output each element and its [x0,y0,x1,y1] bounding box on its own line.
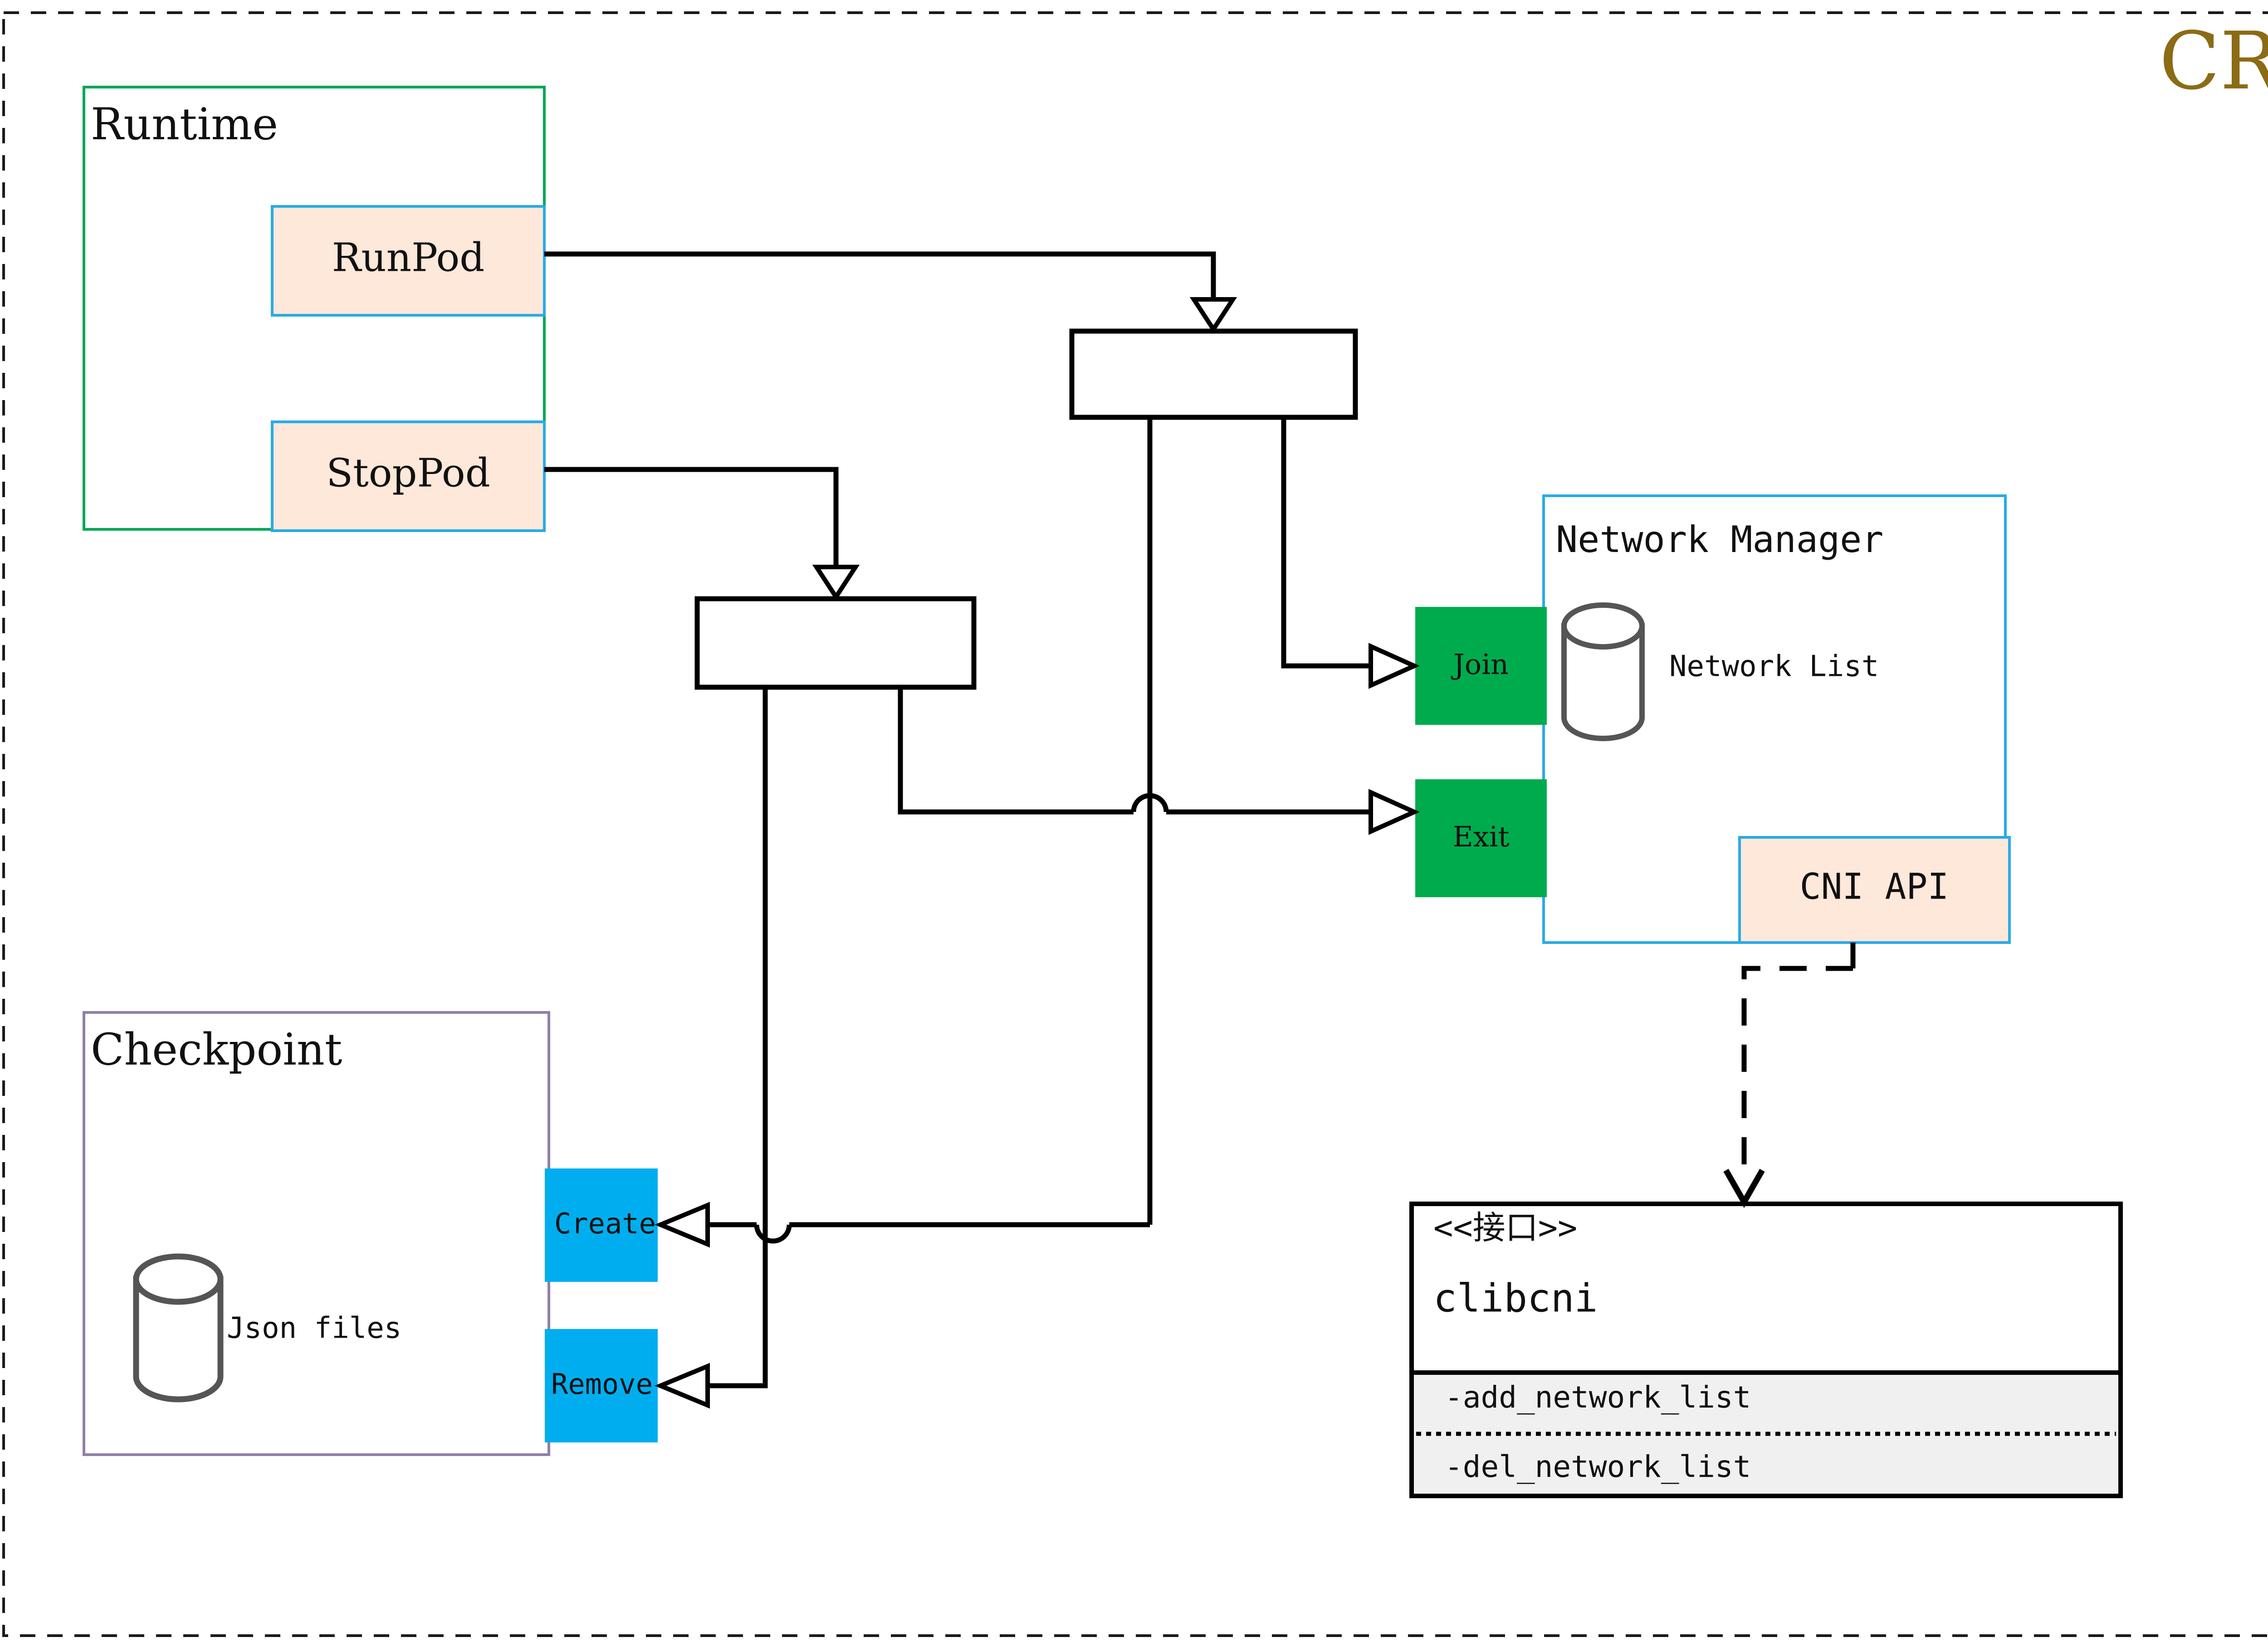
cni-api-box[interactable] [1738,836,2011,944]
network-list-cylinder-database-icon [1561,602,1645,741]
outer-frame [2,11,2268,1637]
join-label: Join [1451,648,1509,681]
connector-layer [544,251,1856,1409]
exit-node[interactable]: Exit [1415,779,1547,897]
group-runtime: Runtime RunPod StopPod [83,86,546,532]
connector-cniapi-to-clibcni-dashed [1741,966,1853,1166]
clibcni-method-del: -del_network_list [1445,1449,1751,1484]
connector-junction-lower-right-leg [898,687,1134,815]
runpod-node[interactable]: RunPod [271,205,546,317]
join-box[interactable] [1415,607,1547,725]
connector-create-arrowhead-open-triangle-icon [654,1202,710,1248]
connector-runpod-arrowhead-open-triangle-icon [1189,297,1237,334]
group-checkpoint: Checkpoint Json files Create Remove [83,1011,658,1456]
stoppod-box[interactable] [271,420,546,532]
remove-label: Remove [551,1368,653,1401]
clibcni-header-section [1409,1202,2123,1375]
exit-box[interactable] [1415,779,1547,897]
connector-create-line-hop-icon [754,1224,792,1244]
clibcni-name: clibcni [1433,1276,1598,1321]
cni-api-label: CNI API [1800,866,1949,907]
join-node[interactable]: Join [1415,607,1547,725]
connector-remove-arrowhead-open-triangle-icon [654,1363,710,1409]
stoppod-label: StopPod [326,451,490,496]
connector-stoppod-arrowhead-open-triangle-icon [812,565,860,601]
json-files-cylinder-database-icon [133,1253,224,1403]
connector-stoppod-to-junction [544,467,839,567]
checkpoint-box [83,1011,550,1456]
runpod-label: RunPod [332,235,485,281]
create-node[interactable]: Create [545,1168,658,1282]
connector-exit-arrowhead-open-triangle-icon [1369,789,1420,835]
exit-label: Exit [1453,820,1510,853]
create-label: Create [554,1207,656,1240]
network-list-label: Network List [1669,650,1879,684]
connector-runpod-to-junction [544,251,1216,299]
clibcni-interface-node[interactable]: <<接口>> clibcni -add_network_list -del_ne… [1409,1202,2123,1498]
connector-junction-top-to-join [1281,417,1371,669]
remove-node[interactable]: Remove [545,1329,658,1442]
page-title: CRI [2159,15,2268,108]
connector-clibcni-arrowhead-open-v-icon [1723,1168,1765,1208]
checkpoint-label: Checkpoint [91,1024,342,1075]
connector-junction-lower-left-leg [708,687,768,1388]
stop-pod-junction-bar [694,596,977,690]
group-network-manager: Network Manager Network List CNI API Joi… [1415,494,2011,944]
clibcni-stereotype: <<接口>> [1433,1209,1577,1247]
runpod-box[interactable] [271,205,546,317]
remove-box[interactable] [545,1329,658,1442]
clibcni-method-add: -add_network_list [1445,1380,1751,1415]
cni-api-node[interactable]: CNI API [1738,836,2011,944]
connector-exit-line-hop-icon [1131,793,1169,812]
stoppod-node[interactable]: StopPod [271,420,546,532]
json-files-label: Json files [227,1312,401,1345]
run-pod-junction-bar [1069,328,1358,420]
connector-join-arrowhead-open-triangle-icon [1369,643,1420,689]
network-manager-label: Network Manager [1556,518,1883,561]
create-box[interactable] [545,1168,658,1282]
runtime-label: Runtime [91,99,278,150]
